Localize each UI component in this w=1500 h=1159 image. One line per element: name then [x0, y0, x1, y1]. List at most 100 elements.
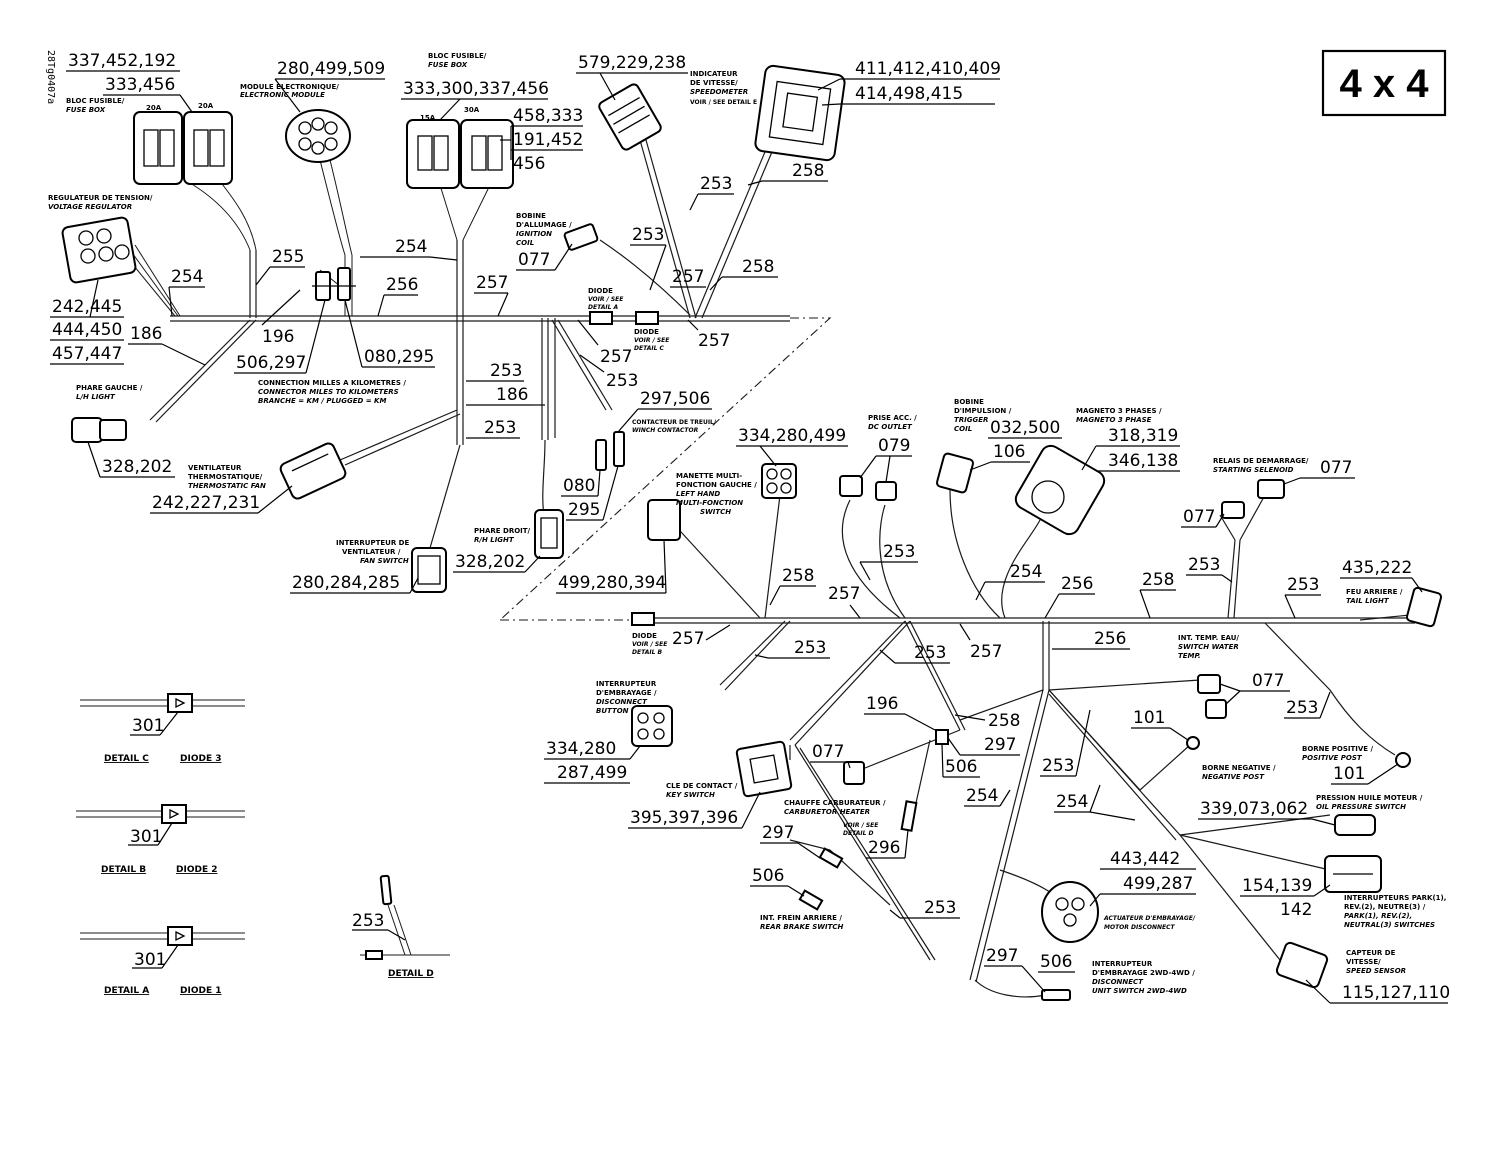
fuse-box-right-parts-1: 333,300,337,456: [403, 79, 549, 99]
fuse-box-left-connector: [133, 111, 233, 185]
voltage-regulator-fr: REGULATEUR DE TENSION/: [48, 194, 153, 202]
key-switch-fr: CLE DE CONTACT /: [666, 782, 738, 790]
starting-solenoid-connector: [1221, 479, 1285, 519]
carb-heater-connector: [843, 729, 949, 785]
wire-label: 257: [672, 267, 704, 287]
trigger-coil-parts-1: 032,500: [990, 418, 1060, 438]
park-switches-parts-1: 154,139: [1242, 876, 1312, 896]
dc-outlet-connector: [839, 475, 897, 501]
water-temp-parts: 077: [1252, 671, 1284, 691]
detail-c-diode: DIODE 3: [180, 754, 221, 764]
speedometer-note: VOIR / SEE DETAIL E: [690, 99, 757, 106]
fuse-box-left-fr: BLOC FUSIBLE/: [66, 97, 125, 105]
fan-switch-parts: 280,284,285: [292, 573, 400, 593]
magneto-en: MAGNETO 3 PHASE: [1076, 416, 1152, 424]
detail-b-diode: DIODE 2: [176, 865, 217, 875]
wire-label: 258: [792, 161, 824, 181]
rh-light-p1: 080: [563, 476, 595, 496]
callouts: 337,452,192 333,456 BLOC FUSIBLE/ FUSE B…: [48, 51, 1450, 1004]
disconnect-button-parts-1: 334,280: [546, 739, 616, 759]
oil-pressure-connector: [1334, 814, 1376, 836]
miles-km-parts-1: 506,297: [236, 353, 306, 373]
tail-light-fr: FEU ARRIERE /: [1346, 588, 1403, 596]
ignition-coil-fr2: D'ALLUMAGE /: [516, 221, 572, 229]
wire-label: 254: [1010, 562, 1042, 582]
oil-pressure-fr: PRESSION HUILE MOTEUR /: [1316, 794, 1423, 802]
rear-brake-p2: 506: [752, 866, 784, 886]
park-switches-t1: INTERRUPTEURS PARK(1),: [1344, 894, 1446, 902]
lh-switch-parts-1: 334,280,499: [738, 426, 846, 446]
diode-b-title: DIODE: [632, 632, 657, 640]
electronic-module-connector: [285, 109, 351, 163]
wire-label: 254: [966, 786, 998, 806]
speedometer-sensor-parts: 579,229,238: [578, 53, 686, 73]
winch-parts: 297,506: [640, 389, 710, 409]
starting-solenoid-en: STARTING SELENOID: [1213, 466, 1294, 474]
detail-d-ref-t1: VOIR / SEE: [843, 822, 879, 829]
dc-outlet-fr: PRISE ACC. /: [868, 414, 917, 422]
diode-a-title: DIODE: [588, 287, 613, 295]
disconnect-button-connector: [631, 705, 673, 747]
wire-label: 254: [395, 237, 427, 257]
motor-disconnect-fr: ACTUATEUR D'EMBRAYAGE/: [1103, 915, 1196, 922]
electronic-module-parts: 280,499,509: [277, 59, 385, 79]
wire-label: 253: [924, 898, 956, 918]
negative-post-terminal: [1186, 736, 1200, 750]
wire-label: 253: [1188, 555, 1220, 575]
miles-km-note: BRANCHE = KM / PLUGGED = KM: [258, 397, 386, 405]
lh-switch-parts-2: 499,280,394: [558, 573, 666, 593]
lh-switch-en1: LEFT HAND: [676, 490, 720, 498]
speedometer-parts-2: 414,498,415: [855, 84, 963, 104]
speed-sensor-en: SPEED SENSOR: [1346, 967, 1406, 975]
trigger-coil-fr2: D'IMPULSION /: [954, 407, 1012, 415]
dc-outlet-en: DC OUTLET: [868, 423, 913, 431]
ignition-coil-fr1: BOBINE: [516, 212, 546, 220]
rear-brake-en: REAR BRAKE SWITCH: [760, 923, 843, 931]
voltage-regulator-en: VOLTAGE REGULATOR: [48, 203, 132, 211]
page-title: 4 x 4: [1340, 62, 1430, 106]
motor-disconnect-parts-1: 443,442: [1110, 849, 1180, 869]
trigger-coil-connector: [936, 452, 974, 494]
details: 301 DETAIL C DIODE 3 301 DETAIL B DIODE …: [76, 693, 450, 996]
fuse-box-right-amp1: 15A: [420, 114, 436, 122]
trigger-coil-parts-2: 106: [993, 442, 1025, 462]
unit-switch-t4: UNIT SWITCH 2WD-4WD: [1092, 987, 1187, 995]
trigger-coil-en2: COIL: [954, 425, 972, 433]
wire-label: 253: [794, 638, 826, 658]
speedometer-sensor-connector: [598, 83, 662, 151]
lh-light-fr: PHARE GAUCHE /: [76, 384, 143, 392]
speedometer-fr: INDICATEUR: [690, 70, 738, 78]
tail-light-connector: [1405, 586, 1443, 628]
voltage-regulator-connector: [61, 216, 137, 284]
water-temp-en2: TEMP.: [1178, 652, 1201, 660]
wire-label: 258: [742, 257, 774, 277]
wire-label: 186: [496, 385, 528, 405]
fuse-box-left-amp2: 20A: [198, 102, 214, 110]
wire-label: 253: [490, 361, 522, 381]
unit-switch-connector: [1041, 989, 1071, 1001]
lh-switch-en2: MULTI-FONCTION: [676, 499, 743, 507]
diode-a: [589, 311, 613, 325]
ignition-coil-connector: [563, 223, 599, 251]
wire-label: 256: [386, 275, 418, 295]
speedometer-en: SPEEDOMETER: [690, 88, 748, 96]
positive-post-terminal: [1395, 752, 1411, 768]
ignition-coil-en2: COIL: [516, 239, 534, 247]
electronic-module-en: ELECTRONIC MODULE: [240, 91, 325, 99]
fan-switch-fr1: INTERRUPTEUR DE: [336, 539, 409, 547]
diode-b: [631, 612, 655, 626]
diode-a-ref: VOIR / SEE: [588, 296, 624, 303]
wire-label: 255: [272, 247, 304, 267]
starting-solenoid-p2: 077: [1183, 507, 1215, 527]
unit-switch-p1: 297: [986, 946, 1018, 966]
key-switch-en: KEY SWITCH: [666, 791, 715, 799]
motor-disconnect-en: MOTOR DISCONNECT: [1104, 924, 1176, 931]
fan-switch-connector: [411, 547, 447, 593]
lower-harness: [500, 489, 1415, 998]
disconnect-button-parts-2: 287,499: [557, 763, 627, 783]
wire-label: 253: [700, 174, 732, 194]
wire-label: 257: [698, 331, 730, 351]
lh-switch-en3: SWITCH: [700, 508, 731, 516]
lh-switch-connector: [647, 463, 797, 541]
